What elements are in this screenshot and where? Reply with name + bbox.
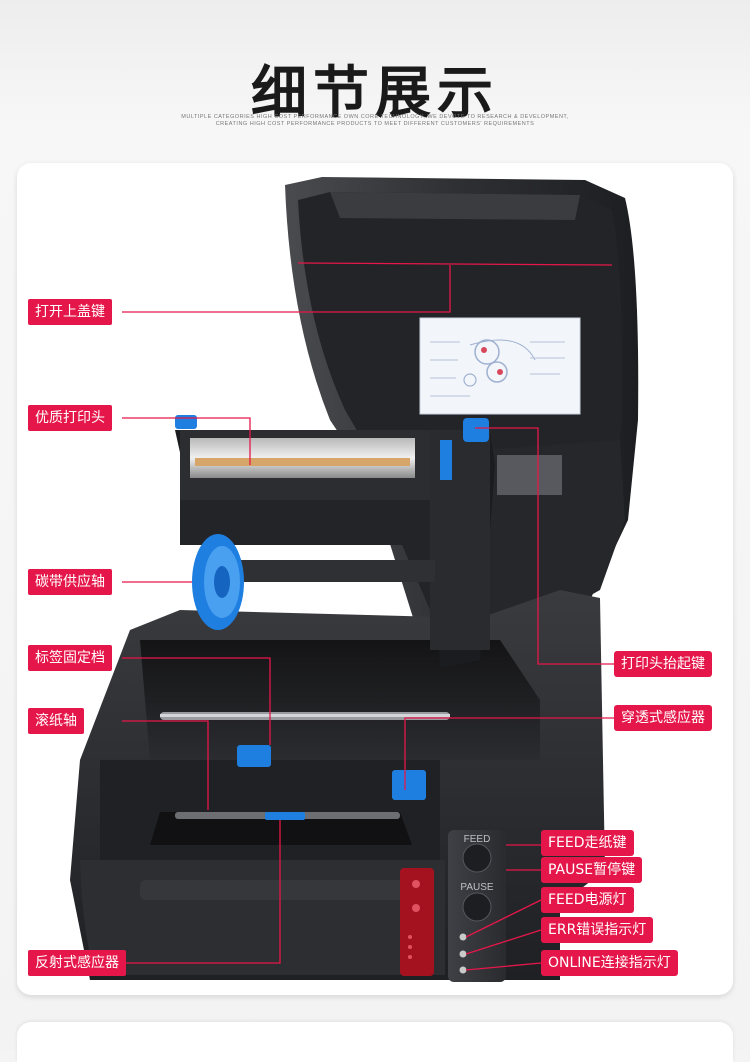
callout-label-guide: 标签固定档 [28, 645, 112, 671]
instruction-sticker [419, 317, 581, 415]
control-panel: FEED PAUSE [448, 830, 506, 982]
callout-online-led: ONLINE连接指示灯 [541, 950, 678, 976]
ribbon-supply-spindle [192, 534, 435, 630]
err-led [459, 950, 467, 958]
reflective-sensor-slider[interactable] [265, 812, 305, 820]
callout-reflective-sensor: 反射式感应器 [28, 950, 126, 976]
online-led [459, 966, 467, 974]
label-guide-right-tab[interactable] [392, 770, 426, 800]
label-guide-left-tab[interactable] [237, 745, 271, 767]
pause-panel-label: PAUSE [460, 882, 493, 893]
feed-power-led [459, 933, 467, 941]
callout-err-led: ERR错误指示灯 [541, 917, 654, 943]
front-red-panel [400, 868, 434, 976]
callout-feed-key: FEED走纸键 [541, 830, 634, 856]
feed-panel-label: FEED [464, 834, 491, 845]
feed-button[interactable] [462, 843, 492, 873]
callout-head-lift: 打印头抬起键 [614, 651, 712, 677]
pause-button[interactable] [462, 892, 492, 922]
callout-print-head: 优质打印头 [28, 405, 112, 431]
subtitle-line-1: MULTIPLE CATEGORIES HIGH COST PERFORMANC… [181, 114, 569, 120]
callout-transmissive-sensor: 穿透式感应器 [614, 705, 712, 731]
print-head-lift-button[interactable] [463, 418, 489, 442]
callout-pause-key: PAUSE暂停键 [541, 857, 643, 883]
callout-ribbon-supply: 碳带供应轴 [28, 569, 112, 595]
page-subtitle: MULTIPLE CATEGORIES HIGH COST PERFORMANC… [0, 114, 750, 128]
subtitle-line-2: CREATING HIGH COST PERFORMANCE PRODUCTS … [215, 121, 535, 127]
callout-open-cover: 打开上盖键 [28, 299, 112, 325]
page-title: 细节展示 [251, 61, 499, 126]
print-head-latch-left[interactable] [175, 415, 197, 429]
callout-feed-power-led: FEED电源灯 [541, 887, 634, 913]
callout-paper-roller: 滚纸轴 [28, 708, 84, 734]
callout-leader-lines [122, 262, 614, 971]
printer-base [70, 590, 605, 980]
